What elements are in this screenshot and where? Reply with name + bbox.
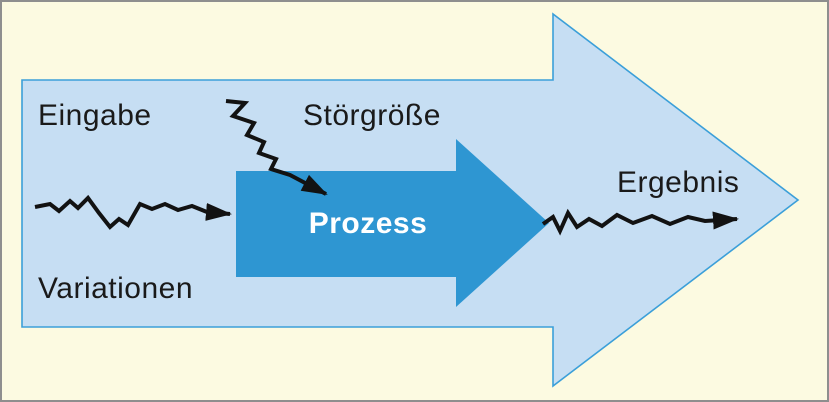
label-ergebnis: Ergebnis — [617, 166, 739, 199]
label-variationen: Variationen — [38, 272, 193, 305]
label-prozess: Prozess — [309, 207, 428, 240]
label-stoergroesse: Störgröße — [303, 99, 441, 132]
disturbance-line — [225, 99, 328, 196]
label-eingabe: Eingabe — [38, 99, 152, 132]
output-line — [541, 208, 739, 236]
input-variation-line — [34, 194, 232, 230]
